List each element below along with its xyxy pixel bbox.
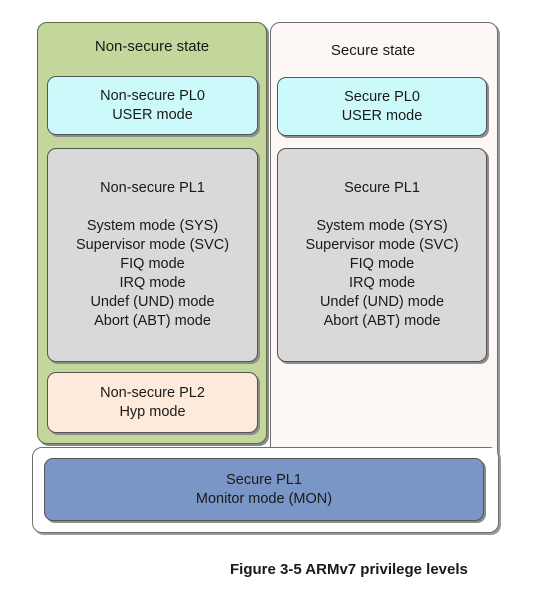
nonsecure-pl2-title: Non-secure PL2 (100, 384, 205, 401)
nonsecure-pl1-mode: Abort (ABT) mode (94, 313, 211, 329)
secure-pl1-mode: System mode (SYS) (316, 218, 448, 234)
nonsecure-pl1-title: Non-secure PL1 (100, 180, 205, 196)
monitor-title: Secure PL1 (226, 471, 302, 488)
secure-pl1-box: Secure PL1 System mode (SYS) Supervisor … (277, 148, 487, 362)
nonsecure-pl2-box: Non-secure PL2 Hyp mode (47, 372, 258, 433)
nonsecure-pl1-mode: System mode (SYS) (86, 218, 219, 234)
nonsecure-pl1-mode: Supervisor mode (SVC) (75, 237, 230, 253)
secure-pl1-mode: Supervisor mode (SVC) (305, 237, 459, 253)
nonsecure-pl0-mode: USER mode (112, 106, 193, 123)
secure-state-title: Secure state (330, 42, 416, 59)
nonsecure-pl1-mode: FIQ mode (120, 256, 185, 272)
nonsecure-pl1-mode: IRQ mode (119, 275, 186, 291)
monitor-mode: Monitor mode (MON) (195, 490, 333, 507)
nonsecure-pl1-box: Non-secure PL1 System mode (SYS) Supervi… (47, 148, 258, 362)
secure-pl1-mode: FIQ mode (349, 256, 415, 272)
secure-pl0-box: Secure PL0 USER mode (277, 77, 487, 136)
figure-caption: Figure 3-5 ARMv7 privilege levels (230, 561, 468, 578)
secure-pl1-title: Secure PL1 (344, 180, 420, 196)
secure-pl0-mode: USER mode (341, 107, 423, 124)
nonsecure-pl0-box: Non-secure PL0 USER mode (47, 76, 258, 135)
secure-pl1-mode: IRQ mode (348, 275, 416, 291)
nonsecure-pl1-mode: Undef (UND) mode (90, 294, 215, 310)
secure-pl1-mode: Undef (UND) mode (319, 294, 445, 310)
nonsecure-pl0-title: Non-secure PL0 (100, 87, 205, 104)
secure-pl1-mode: Abort (ABT) mode (323, 313, 441, 329)
nonsecure-pl2-mode: Hyp mode (119, 403, 186, 420)
frame-seam (271, 448, 497, 456)
secure-pl0-title: Secure PL0 (344, 88, 420, 105)
monitor-mode-box: Secure PL1 Monitor mode (MON) (44, 458, 484, 521)
nonsecure-state-title: Non-secure state (94, 38, 210, 55)
